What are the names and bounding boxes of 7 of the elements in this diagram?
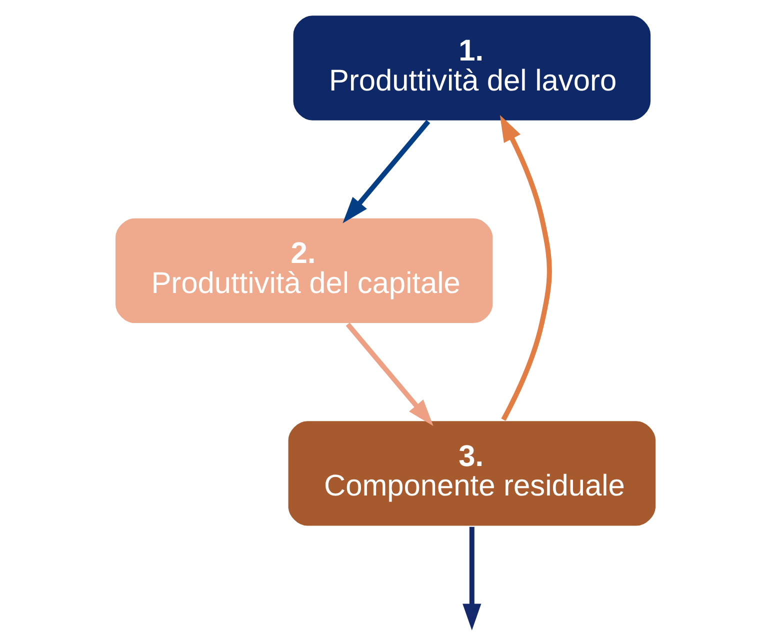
arrow [346,322,434,426]
node-box: 2. Produttività del capitale [114,216,494,325]
arrow [500,115,552,421]
arrow [342,120,430,224]
node-box: 3. Componente residuale [286,419,658,528]
node-box: 1. Produttività del lavoro [292,14,652,122]
arrow [462,526,482,630]
